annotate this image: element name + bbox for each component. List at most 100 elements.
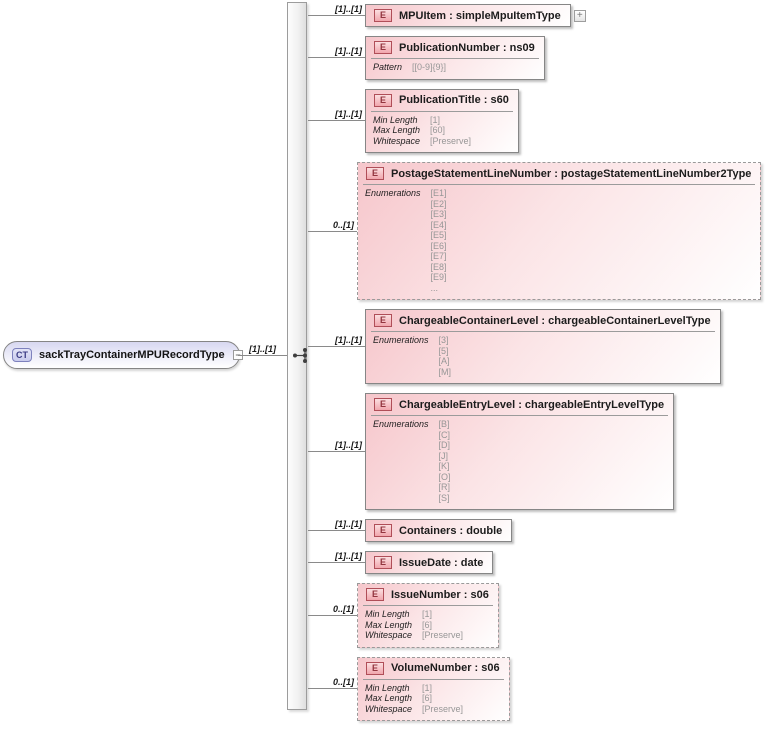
connector-line: 0..[1]: [308, 677, 357, 690]
element-box[interactable]: E Containers : double: [365, 519, 513, 542]
facet-value: [6]: [422, 619, 433, 630]
connector-line: [1]..[1]: [308, 109, 365, 122]
element-title-row: E VolumeNumber : s06: [358, 658, 509, 679]
facet-list: Min Length[1]Max Length[60]Whitespace[Pr…: [366, 112, 518, 153]
element-badge: E: [374, 398, 392, 411]
facet-value: [60]: [430, 125, 446, 135]
element-name: MPUItem : simpleMpuItemType: [399, 9, 561, 22]
element-badge: E: [366, 167, 384, 180]
facet-value: ...: [430, 282, 439, 293]
facet-value: [D]: [438, 440, 451, 450]
element-badge: E: [374, 9, 392, 22]
cardinality-label: 0..[1]: [332, 603, 354, 614]
title-divider: [371, 331, 715, 332]
element-badge: E: [374, 93, 392, 107]
element-box[interactable]: E PostageStatementLineNumber : postageSt…: [357, 162, 762, 300]
connector-line: [1]..[1]: [308, 335, 365, 347]
element-badge: E: [366, 588, 384, 601]
facet-list: Enumerations[B][C][D][J][K][O][R][S]: [366, 416, 673, 509]
facet-value: [1]: [430, 114, 441, 125]
facet-label: Enumerations: [365, 188, 421, 198]
facet-label: Min Length: [365, 682, 410, 693]
element-row: [1]..[1] E PublicationTitle : s60 Min Le…: [308, 88, 519, 153]
facet-label: Whitespace: [373, 135, 421, 146]
facet-label: Min Length: [365, 609, 410, 619]
element-title-row: E IssueDate : date: [366, 552, 492, 573]
element-title-row: E IssueNumber : s06: [358, 584, 498, 605]
element-box[interactable]: E VolumeNumber : s06 Min Length [1] Max Le…: [357, 656, 510, 721]
facet-value: [Preserve]: [430, 135, 472, 146]
element-rows: [1]..[1] E MPUItem : simpleMpuItemType +…: [308, 0, 762, 721]
title-divider: [371, 110, 513, 112]
facet-label: Enumerations: [373, 335, 429, 345]
element-box[interactable]: E ChargeableContainerLevel : chargeableC…: [365, 309, 721, 384]
facet-list: Enumerations [3][5][A][M]: [366, 332, 720, 383]
facet-values: [6]: [422, 693, 500, 704]
facet-values: [6]: [422, 620, 489, 631]
facet-value: [1]: [422, 609, 433, 619]
facet-value: [J]: [438, 450, 449, 461]
element-badge: E: [374, 524, 392, 537]
facet-value: [E1]: [430, 188, 447, 198]
facet-value: [1]: [422, 682, 433, 693]
element-row: [1]..[1] E ChargeableEntryLevel : charge…: [308, 393, 675, 510]
cardinality-label: [1]..[1]: [335, 109, 362, 120]
element-box[interactable]: E IssueDate : date: [365, 551, 494, 574]
facet-list: Pattern[[0-9]{9}]: [366, 59, 544, 79]
trunk-connector-line: [238, 355, 287, 356]
facet-value: [E8]: [430, 261, 447, 272]
facet-list: Enumerations[E1][E2][E3][E4][E5][E6][E7]…: [358, 185, 760, 299]
facet-values: [Preserve]: [422, 630, 489, 641]
element-name: Containers : double: [399, 524, 503, 537]
cardinality-label: [1]..[1]: [335, 4, 362, 14]
element-row: 0..[1] E PostageStatementLineNumber : po…: [308, 162, 762, 300]
cardinality-label: 0..[1]: [332, 219, 354, 230]
complex-type-name: sackTrayContainerMPURecordType: [39, 349, 225, 361]
facet-value: [E4]: [430, 219, 447, 230]
facet-list: Min Length[1]Max Length[6]Whitespace[Pre…: [358, 606, 498, 647]
element-box[interactable]: E ChargeableEntryLevel : chargeableEntry…: [365, 393, 675, 510]
facet-value: [E7]: [430, 251, 447, 261]
element-name: PublicationNumber : ns09: [399, 41, 535, 54]
complex-type-node[interactable]: CT sackTrayContainerMPURecordType: [3, 341, 240, 369]
element-name: ChargeableContainerLevel : chargeableCon…: [399, 314, 711, 327]
cardinality-label: 0..[1]: [332, 677, 354, 688]
facet-value: [A]: [438, 356, 450, 366]
facet-values: [1]: [422, 609, 489, 620]
facet-value: [S]: [438, 492, 450, 503]
element-title-row: E ChargeableEntryLevel : chargeableEntry…: [366, 394, 673, 415]
title-divider: [371, 415, 669, 416]
title-divider: [371, 58, 539, 59]
element-box[interactable]: E PublicationNumber : ns09 Pattern[[0-9]…: [365, 36, 545, 80]
facet-value: [O]: [438, 471, 451, 482]
facet-label: Max Length: [365, 693, 413, 703]
trunk-cardinality-label: [1]..[1]: [249, 344, 276, 354]
facet-label: Pattern: [373, 62, 403, 72]
title-divider: [363, 605, 493, 606]
element-row: [1]..[1] E MPUItem : simpleMpuItemType +: [308, 4, 586, 27]
expand-icon[interactable]: +: [573, 9, 586, 22]
element-box[interactable]: E IssueNumber : s06 Min Length[1]Max Len…: [357, 583, 499, 648]
element-badge: E: [374, 556, 392, 569]
element-name: IssueDate : date: [399, 556, 484, 569]
facet-label: Whitespace: [365, 703, 413, 714]
facet-values: [60]: [430, 125, 509, 136]
element-title-row: E PublicationTitle : s60: [366, 90, 518, 111]
connector-line: [1]..[1]: [308, 46, 365, 59]
facet-value: [K]: [438, 461, 450, 471]
connector-line: [1]..[1]: [308, 519, 365, 531]
element-box[interactable]: E MPUItem : simpleMpuItemType +: [365, 4, 586, 27]
facet-value: [3]: [438, 335, 449, 345]
facet-values: [3][5][A][M]: [439, 335, 711, 377]
element-row: 0..[1] E VolumeNumber : s06 Min Length [1…: [308, 656, 510, 721]
facet-value: [6]: [422, 693, 433, 703]
cardinality-label: [1]..[1]: [335, 335, 362, 345]
element-box[interactable]: E PublicationTitle : s60 Min Length[1]Ma…: [365, 88, 519, 153]
facet-label: Whitespace: [365, 630, 413, 640]
facet-value: [M]: [438, 366, 452, 377]
facet-values: [1]: [422, 683, 500, 694]
facet-value: [5]: [438, 345, 449, 356]
element-badge: E: [366, 661, 384, 675]
element-title-row: E PublicationNumber : ns09: [366, 37, 544, 58]
